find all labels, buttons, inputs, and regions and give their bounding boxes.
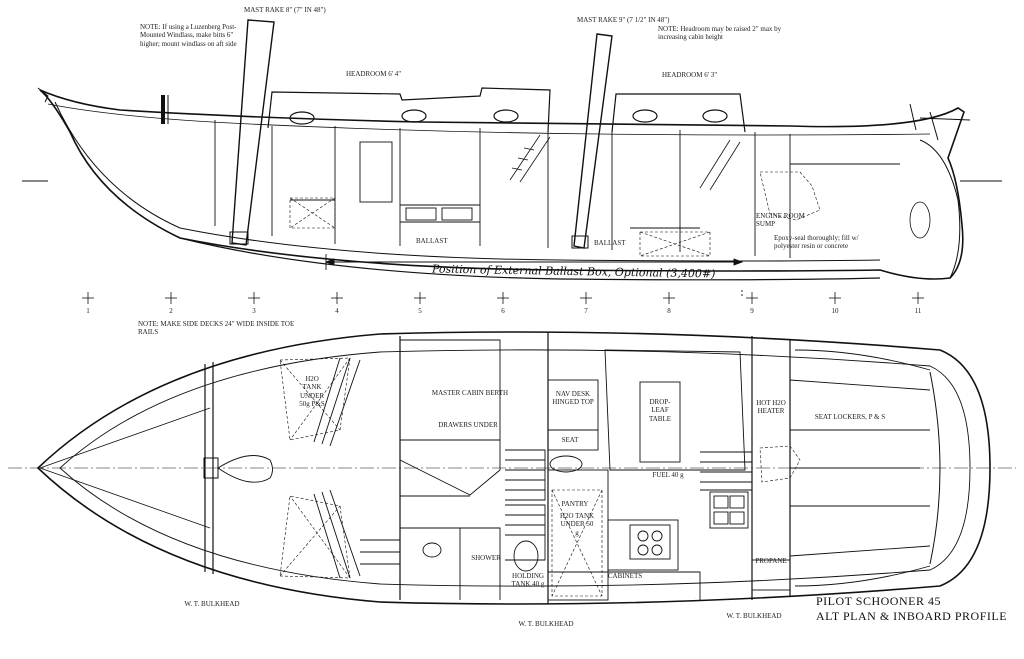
- windlass-note: NOTE: If using a Luzenberg Post-Mounted …: [140, 23, 237, 48]
- drop-leaf-label: DROP-LEAF TABLE: [649, 398, 671, 423]
- headroom-fwd-label: HEADROOM 6' 4": [346, 70, 402, 78]
- ballast-box-dimension: [324, 254, 744, 298]
- shower-label: SHOWER: [471, 554, 501, 562]
- h2o-tank-aft-label: H2O TANK UNDER 50 g: [559, 512, 595, 537]
- propane-label: PROPANE: [755, 557, 787, 565]
- engine-sump-label: ENGINE ROOM SUMP: [756, 212, 805, 229]
- drawers-label: DRAWERS UNDER: [438, 421, 498, 429]
- station-label: 8: [667, 307, 671, 315]
- wt-bulkhead-aft-label: W. T. BULKHEAD: [726, 612, 782, 620]
- portlight: [401, 109, 427, 123]
- keel: [179, 237, 881, 281]
- hot-water-label: HOT H2O HEATER: [756, 399, 786, 416]
- station-label: 2: [169, 307, 173, 315]
- fuel-label: FUEL 40 g: [652, 471, 684, 479]
- fore-mast-rake-label: MAST RAKE 8" (7" IN 48"): [244, 6, 326, 14]
- station-label: 10: [831, 307, 839, 315]
- hull-inner: [54, 101, 881, 262]
- ballast-fwd-label: BALLAST: [416, 237, 448, 245]
- station-label: 5: [418, 307, 422, 315]
- main-mast-rake-label: MAST RAKE 9" (7 1/2" IN 48"): [577, 16, 670, 24]
- aft-cabin-trunk: [611, 93, 746, 133]
- side-decks-note: NOTE: MAKE SIDE DECKS 24" WIDE INSIDE TO…: [138, 320, 295, 337]
- pantry-label: PANTRY: [561, 500, 589, 508]
- master-berth-label: MASTER CABIN BERTH: [431, 389, 509, 397]
- headroom-aft-label: HEADROOM 6' 3": [662, 71, 718, 79]
- portlight: [702, 109, 728, 123]
- ballast-aft-label: BALLAST: [594, 239, 626, 247]
- portlight: [632, 109, 658, 123]
- station-label: 6: [501, 307, 505, 315]
- rudder: [919, 139, 961, 279]
- cabinets-label: CABINETS: [607, 572, 643, 580]
- epoxy-seal-note: Epoxy-seal thoroughly; fill w/ polyester…: [774, 234, 859, 251]
- main-mast: [571, 33, 613, 249]
- nav-desk-label: NAV DESK HINGED TOP: [552, 390, 594, 407]
- station-label: 7: [584, 307, 588, 315]
- station-label: 9: [750, 307, 754, 315]
- wt-bulkhead-mid-label: W. T. BULKHEAD: [518, 620, 574, 628]
- title-line-2: ALT PLAN & INBOARD PROFILE: [816, 609, 1008, 623]
- forward-cabin-trunk: [267, 87, 551, 133]
- headroom-note: NOTE: Headroom may be raised 2" max by i…: [658, 25, 782, 42]
- portlight: [289, 111, 315, 125]
- deck-inner: [59, 349, 971, 587]
- bow-v: [39, 407, 211, 529]
- station-label: 1: [86, 307, 90, 315]
- accommodation-plan: [8, 331, 1016, 605]
- profile-tanks: [289, 171, 821, 257]
- propeller-aperture: [909, 201, 931, 239]
- seat-label: SEAT: [561, 436, 579, 444]
- portlight: [493, 109, 519, 123]
- stern-rail: [909, 103, 971, 141]
- station-label: 3: [252, 307, 256, 315]
- transom: [929, 371, 941, 565]
- ladders: [509, 134, 741, 191]
- plan-joinery: [313, 339, 931, 601]
- deck-outline: [36, 331, 991, 605]
- fore-mast: [229, 19, 275, 246]
- chain-locker: [217, 455, 273, 483]
- bow-stem: [37, 87, 49, 103]
- station-label: 4: [335, 307, 339, 315]
- station-label: 11: [914, 307, 922, 315]
- sheer-inner: [47, 103, 931, 136]
- title-line-1: PILOT SCHOONER 45: [816, 594, 941, 608]
- station-marks: [82, 292, 924, 304]
- wt-bulkhead-fwd-label: W. T. BULKHEAD: [184, 600, 240, 608]
- inboard-profile: [22, 19, 1002, 298]
- hull-outline: [39, 89, 965, 280]
- profile-bulkheads: [214, 120, 900, 258]
- plan-tanks: [279, 357, 801, 597]
- holding-tank-label: HOLDING TANK 40 g: [511, 572, 545, 589]
- h2o-tank-fwd-label: H2O TANK UNDER 50g P&S: [299, 375, 325, 409]
- seat-lockers-label: SEAT LOCKERS, P & S: [814, 413, 886, 421]
